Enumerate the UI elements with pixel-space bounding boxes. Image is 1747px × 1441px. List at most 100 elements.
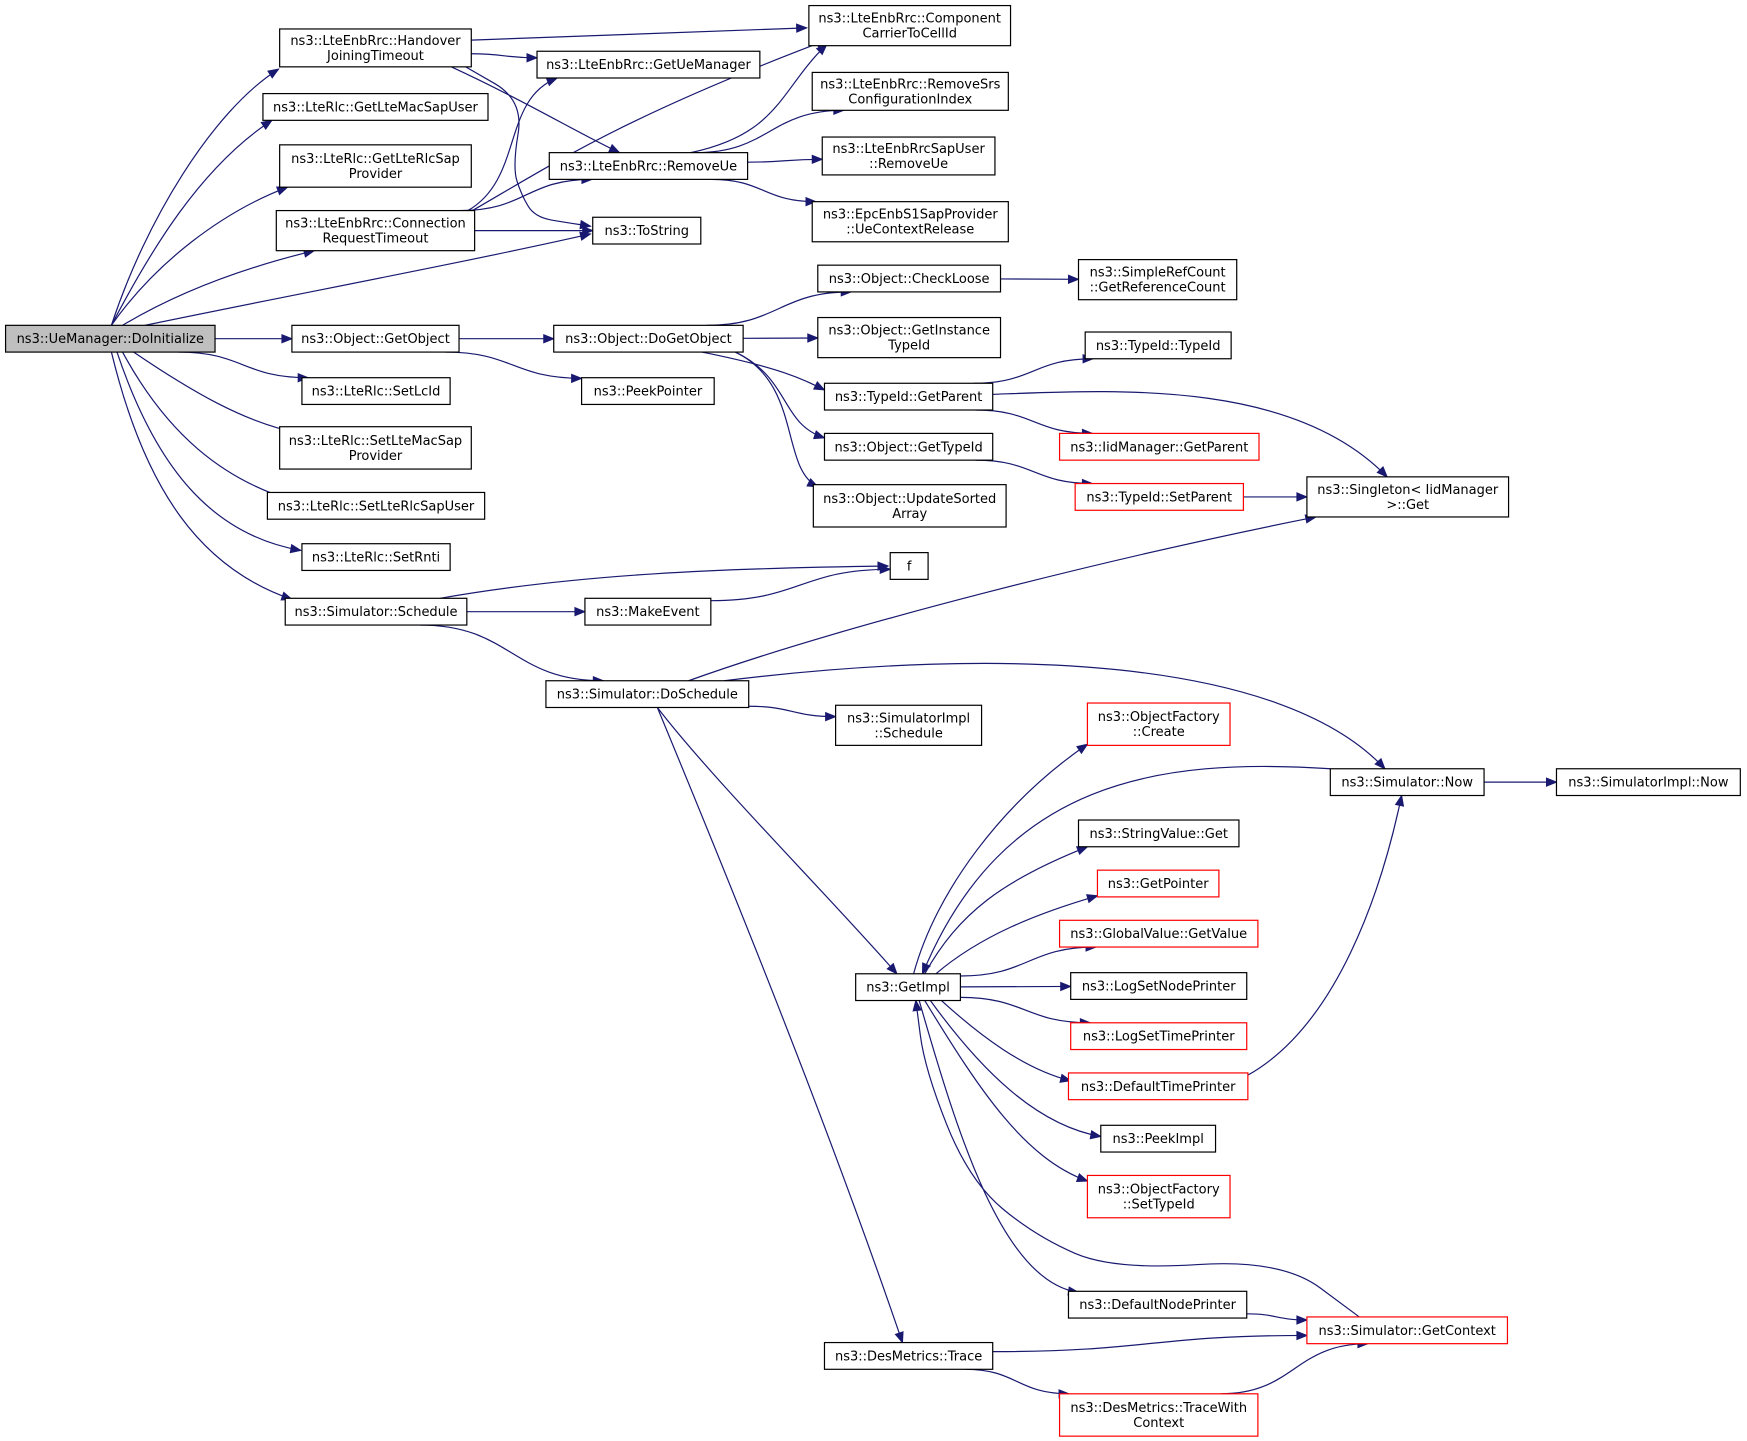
function-node[interactable]: ns3::ObjectFactory::SetTypeId	[1086, 1174, 1231, 1219]
function-node[interactable]: ns3::DefaultNodePrinter	[1067, 1290, 1248, 1319]
node-box	[817, 316, 1002, 359]
node-label: ns3::DesMetrics::TraceWith	[1070, 1401, 1247, 1416]
node-label: ns3::Object::GetObject	[301, 332, 450, 347]
node-box	[580, 377, 715, 406]
node-label: >::Get	[1386, 498, 1429, 513]
function-node[interactable]: ns3::SimpleRefCount::GetReferenceCount	[1077, 258, 1238, 301]
function-node[interactable]: ns3::LogSetTimePrinter	[1070, 1022, 1248, 1051]
node-label: ::GetReferenceCount	[1090, 281, 1226, 296]
node-label: ns3::Object::GetInstance	[828, 324, 990, 339]
function-node[interactable]: ns3::SimulatorImpl::Now	[1555, 768, 1741, 797]
function-node[interactable]: ns3::LteEnbRrcSapUser::RemoveUe	[821, 136, 996, 176]
node-label: ConfigurationIndex	[848, 92, 972, 107]
edge-n0-to-n10	[110, 351, 294, 601]
function-node[interactable]: ns3::DesMetrics::Trace	[823, 1341, 994, 1370]
function-node[interactable]: ns3::LteRlc::GetLteMacSapUser	[262, 92, 489, 121]
function-node[interactable]: ns3::TypeId::SetParent	[1074, 482, 1245, 511]
node-label: ns3::GetPointer	[1108, 877, 1209, 892]
function-node[interactable]: ns3::ToString	[592, 216, 702, 245]
function-node[interactable]: ns3::PeekImpl	[1100, 1124, 1217, 1153]
root-function-node[interactable]: ns3::UeManager::DoInitialize	[4, 324, 216, 353]
function-node[interactable]: f	[889, 552, 929, 580]
node-label: ns3::GetImpl	[866, 981, 950, 996]
arrowhead	[1075, 1173, 1089, 1182]
function-node[interactable]: ns3::StringValue::Get	[1077, 819, 1240, 848]
function-node[interactable]: ns3::PeekPointer	[580, 377, 715, 406]
function-node[interactable]: ns3::Simulator::GetContext	[1306, 1316, 1509, 1345]
arrowhead	[1060, 981, 1073, 992]
function-node[interactable]: ns3::TypeId::GetParent	[823, 382, 994, 411]
node-label: ns3::Object::CheckLoose	[829, 272, 990, 287]
edge-n37-to-n38	[1484, 777, 1558, 787]
function-node[interactable]: ns3::MakeEvent	[584, 597, 712, 626]
edge-line	[133, 351, 301, 434]
function-node[interactable]: ns3::LogSetNodePrinter	[1070, 972, 1248, 1000]
arrowhead	[1089, 1129, 1103, 1140]
node-box	[1096, 869, 1220, 898]
edge-n48-to-n29	[912, 999, 1360, 1318]
node-box	[812, 484, 1007, 528]
function-node[interactable]: ns3::GlobalValue::GetValue	[1058, 919, 1259, 948]
function-node[interactable]: ns3::TypeId::TypeId	[1084, 331, 1232, 360]
arrowhead	[1545, 777, 1558, 787]
node-label: ns3::Object::UpdateSorted	[823, 492, 996, 507]
function-node[interactable]: ns3::DefaultTimePrinter	[1067, 1072, 1249, 1101]
edge-line	[420, 624, 604, 682]
function-node[interactable]: ns3::LteEnbRrc::GetUeManager	[536, 50, 761, 79]
node-label: ns3::ObjectFactory	[1098, 1183, 1220, 1198]
function-node[interactable]: ns3::Simulator::Schedule	[284, 597, 468, 626]
function-node[interactable]: ns3::LteEnbRrc::RemoveUe	[548, 152, 749, 180]
edge-n0-to-n7	[133, 351, 303, 437]
function-node[interactable]: ns3::ObjectFactory::Create	[1086, 702, 1231, 746]
node-box	[1329, 768, 1485, 797]
node-box	[1074, 482, 1245, 511]
function-node[interactable]: ns3::LteRlc::SetLcId	[301, 377, 451, 406]
arrowhead	[811, 154, 824, 165]
function-node[interactable]: ns3::GetImpl	[855, 973, 962, 1002]
function-node[interactable]: ns3::GetPointer	[1096, 869, 1220, 898]
function-node[interactable]: ns3::Object::DoGetObject	[553, 324, 744, 353]
edge-line	[110, 68, 279, 326]
function-node[interactable]: ns3::Singleton< IidManager >::Get	[1306, 476, 1510, 518]
edge-n24-to-n35	[991, 391, 1389, 478]
node-box	[1086, 702, 1231, 746]
edge-line	[110, 119, 273, 326]
node-box	[266, 491, 486, 520]
function-node[interactable]: ns3::Object::GetTypeId	[823, 432, 994, 461]
arrowhead	[1296, 1315, 1309, 1325]
function-node[interactable]: ns3::EpcEnbS1SapProvider::UeContextRelea…	[811, 201, 1009, 243]
node-box	[817, 264, 1002, 293]
function-node[interactable]: ns3::Simulator::DoSchedule	[545, 680, 750, 709]
arrowhead	[1067, 274, 1080, 284]
edge-line	[122, 250, 315, 326]
function-node[interactable]: ns3::LteRlc::SetLteRlcSapUser	[266, 491, 486, 520]
arrowhead	[571, 373, 583, 384]
function-node[interactable]: ns3::Simulator::Now	[1329, 768, 1485, 797]
node-label: ns3::TypeId::SetParent	[1086, 490, 1232, 505]
function-node[interactable]: ns3::LteEnbRrc::RemoveSrsConfigurationIn…	[811, 71, 1009, 111]
edge-line	[924, 846, 1088, 975]
node-label: ns3::SimpleRefCount	[1090, 266, 1226, 281]
edge-n34-to-n35	[1243, 492, 1309, 502]
arrowhead	[1296, 492, 1309, 502]
node-label: ns3::Simulator::Now	[1341, 776, 1473, 791]
edge-line	[735, 351, 819, 488]
edge-line	[445, 351, 582, 379]
arrowhead	[1394, 794, 1405, 807]
function-node[interactable]: ns3::LteRlc::SetRnti	[301, 543, 451, 572]
function-node[interactable]: ns3::IidManager::GetParent	[1058, 432, 1260, 461]
function-node[interactable]: ns3::Object::CheckLoose	[817, 264, 1002, 293]
function-node[interactable]: ns3::Object::GetObject	[291, 324, 460, 353]
function-node[interactable]: ns3::SimulatorImpl::Schedule	[835, 704, 983, 746]
node-label: ns3::MakeEvent	[596, 605, 700, 620]
node-label: ns3::LteEnbRrc::Handover	[290, 34, 461, 49]
arrowhead	[812, 381, 826, 391]
